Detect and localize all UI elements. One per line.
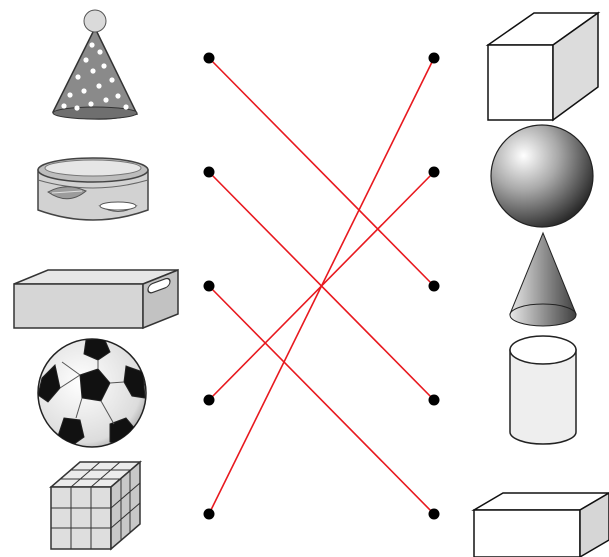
connection-line [208, 57, 435, 287]
cylinder-icon [509, 335, 577, 445]
connection-lines [208, 57, 435, 515]
right-connector-dot[interactable] [428, 280, 440, 292]
rubiks-cube-icon [48, 460, 143, 551]
soccer-ball-icon [37, 338, 147, 448]
right-connector-dot[interactable] [428, 166, 440, 178]
party-hat-icon [51, 9, 139, 120]
rectangular-box-icon [13, 268, 179, 330]
round-tin-icon [37, 157, 149, 221]
right-connector-dot[interactable] [428, 394, 440, 406]
cone-icon [509, 231, 577, 327]
connection-line [208, 57, 435, 515]
left-connector-dot[interactable] [203, 394, 215, 406]
left-connector-dot[interactable] [203, 166, 215, 178]
right-connector-dot[interactable] [428, 508, 440, 520]
connection-line [208, 285, 435, 515]
cuboid-icon [471, 492, 609, 557]
sphere-icon [490, 124, 594, 228]
connection-dots [203, 52, 440, 520]
right-connector-dot[interactable] [428, 52, 440, 64]
left-connector-dot[interactable] [203, 508, 215, 520]
left-connector-dot[interactable] [203, 280, 215, 292]
cube-icon [485, 11, 601, 122]
left-connector-dot[interactable] [203, 52, 215, 64]
